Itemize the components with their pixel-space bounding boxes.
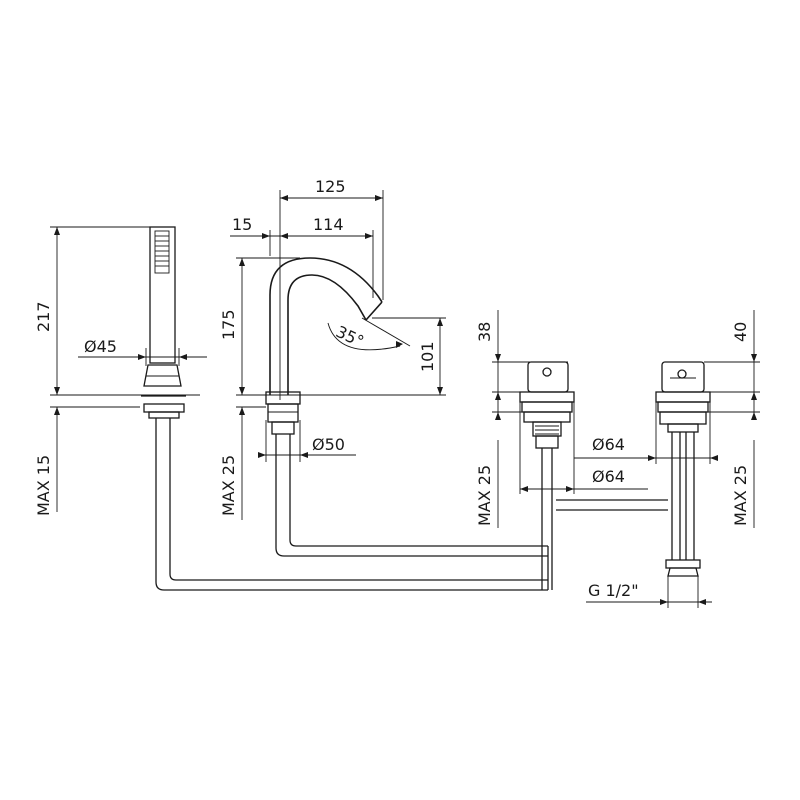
dim-spout-outlet-height: 101 bbox=[418, 341, 437, 372]
dim-spout-angle: 35° bbox=[333, 322, 367, 351]
hand-shower bbox=[141, 226, 548, 591]
dim-spout-max-below: MAX 25 bbox=[219, 455, 238, 516]
dim-left-handle-height: 38 bbox=[475, 322, 494, 342]
dim-right-handle-diameter: Ø64 bbox=[592, 467, 625, 486]
dim-right-handle-height: 40 bbox=[731, 322, 750, 342]
dim-left-handle-diameter: Ø64 bbox=[592, 435, 625, 454]
dim-spout-reach: 114 bbox=[313, 215, 344, 234]
dim-spout-base-diameter: Ø50 bbox=[312, 435, 345, 454]
dim-connection-thread: G 1/2" bbox=[588, 581, 639, 600]
dim-shower-height: 217 bbox=[34, 301, 53, 332]
dim-spout-reach-total: 125 bbox=[315, 177, 346, 196]
dim-shower-base-diameter: Ø45 bbox=[84, 337, 117, 356]
left-handle-valve bbox=[519, 361, 668, 590]
dimension-lines bbox=[50, 190, 760, 608]
right-handle-valve bbox=[655, 361, 711, 577]
dim-left-max-below: MAX 25 bbox=[475, 465, 494, 526]
dim-spout-height: 175 bbox=[219, 309, 238, 340]
spout bbox=[265, 257, 548, 557]
dim-shower-max-below: MAX 15 bbox=[34, 455, 53, 516]
dimension-labels: 125 114 15 35° Ø50 Ø45 Ø64 Ø64 G 1/2" 21… bbox=[34, 177, 750, 600]
dim-right-max-below: MAX 25 bbox=[731, 465, 750, 526]
dim-spout-offset: 15 bbox=[232, 215, 252, 234]
